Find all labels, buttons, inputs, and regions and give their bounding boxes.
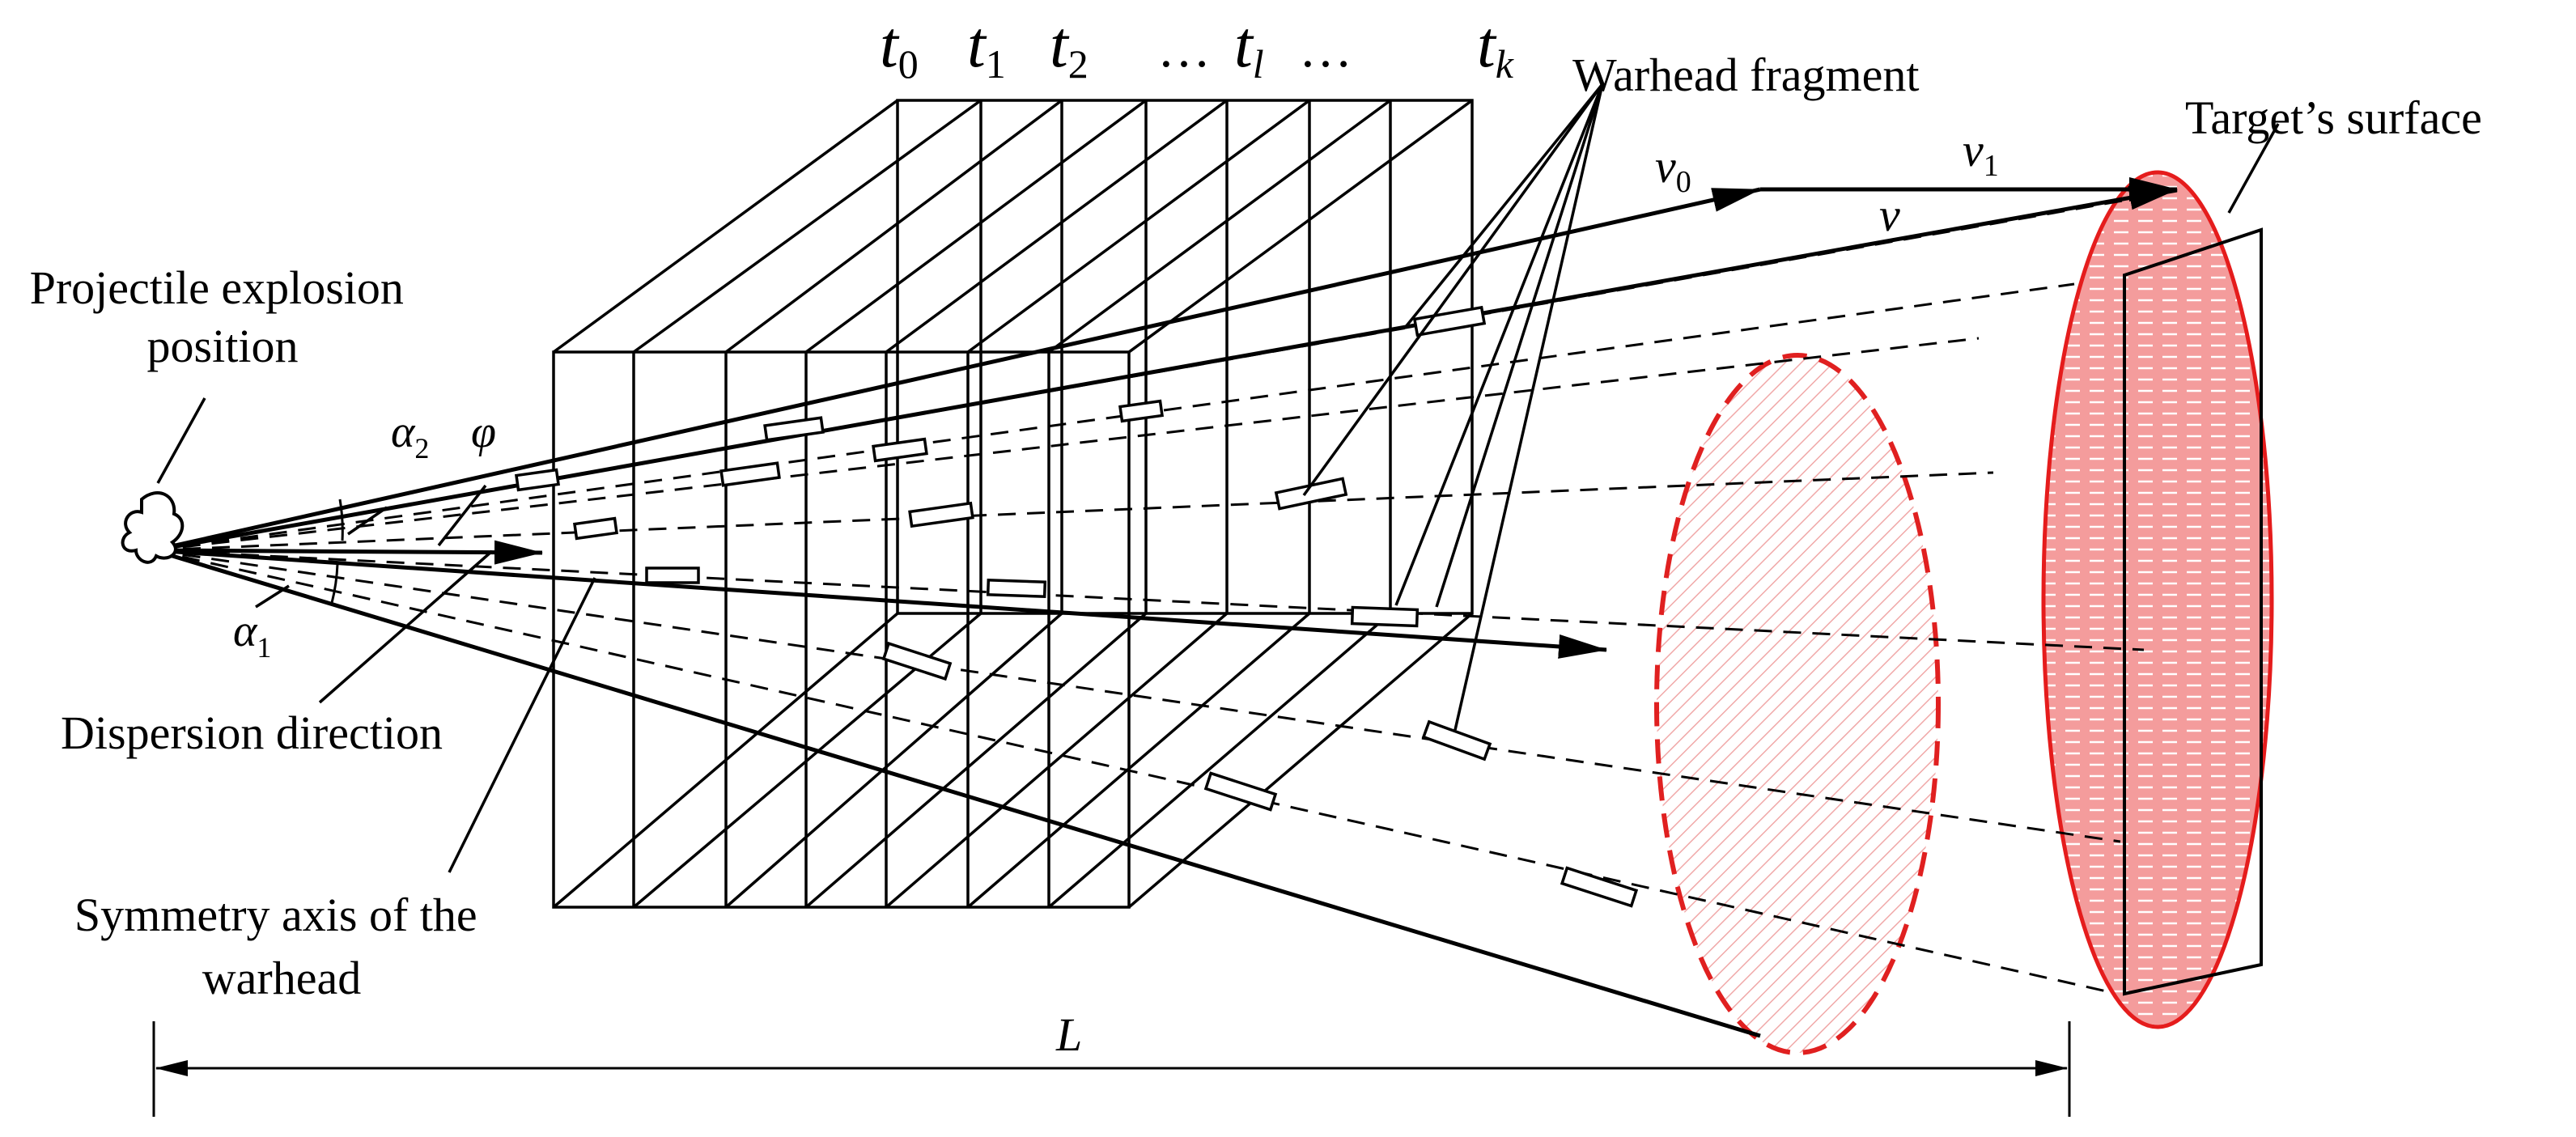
symmetry-axis-line-1: Symmetry axis of the xyxy=(74,889,477,941)
v1-label: v1 xyxy=(1963,124,1999,183)
trajectory-3 xyxy=(153,471,1994,552)
fragment xyxy=(881,641,953,681)
slice-diag-bottom-6 xyxy=(1047,612,1392,909)
explosion-position-line-2: position xyxy=(147,320,299,372)
trajectory-1 xyxy=(153,282,2075,552)
trajectory-4 xyxy=(153,549,2145,651)
t2-label: t2 xyxy=(1050,7,1089,87)
phi-label: φ xyxy=(471,407,496,457)
target-ellipse xyxy=(2041,170,2274,1029)
dispersion-direction-leader xyxy=(318,549,494,704)
fragment xyxy=(1412,305,1487,337)
slice-diag-bottom-5 xyxy=(966,612,1311,909)
slice-diag-top-6 xyxy=(1047,99,1392,354)
fragment xyxy=(986,578,1047,599)
target-surface-leader xyxy=(2227,123,2280,214)
explosion-cloud-icon xyxy=(121,491,185,564)
fragment xyxy=(1560,866,1639,908)
slice-diag-top-2 xyxy=(724,99,1063,354)
alpha1-arc xyxy=(330,563,339,604)
lower-cone-boundary xyxy=(153,548,1761,1038)
slice-diag-top-4 xyxy=(885,99,1229,354)
explosion-position-line-1: Projectile explosion xyxy=(30,261,404,314)
intermediate-cross-section-ellipse xyxy=(1654,353,1941,1055)
alpha1-leader xyxy=(255,584,290,609)
trajectory-2 xyxy=(153,337,1980,552)
slice-box-edge-top-right xyxy=(1127,99,1474,354)
fragment-leader-1 xyxy=(1403,83,1604,329)
fragment xyxy=(1421,719,1492,762)
slice-box-edge-top-left xyxy=(552,99,899,354)
explosion-position-label: Projectile explosion position xyxy=(30,261,416,372)
tl-label: tl xyxy=(1234,7,1264,87)
alpha2-label: α2 xyxy=(391,407,429,465)
v0-label: v0 xyxy=(1655,140,1691,199)
v-vector xyxy=(153,185,2178,553)
fragment xyxy=(1118,399,1164,423)
fragment-group xyxy=(515,305,1639,908)
fragment xyxy=(719,461,781,487)
ellipsis-1: … xyxy=(1157,19,1211,78)
fragment-leader-5 xyxy=(1454,83,1604,731)
warhead-fragment-label: Warhead fragment xyxy=(1572,49,1920,101)
ellipsis-2: … xyxy=(1299,19,1352,78)
cone-boundaries xyxy=(153,185,2178,1038)
fragment xyxy=(1350,605,1420,628)
dispersion-direction-label: Dispersion direction xyxy=(61,706,443,759)
fragment xyxy=(908,501,974,528)
slice-diag-bottom-4 xyxy=(885,612,1229,909)
distance-label: L xyxy=(1055,1008,1082,1061)
fragment xyxy=(515,468,560,492)
symmetry-axis-leader xyxy=(448,577,596,873)
fragment-leader-2 xyxy=(1302,83,1604,497)
target-surface-plane xyxy=(2123,227,2263,996)
alpha2-arc xyxy=(338,498,344,541)
fragment xyxy=(1203,771,1278,812)
slice-box-edge-bottom-right xyxy=(1127,612,1474,909)
fragment xyxy=(872,437,928,463)
slice-box-back-face xyxy=(896,99,1474,615)
slice-diag-top-3 xyxy=(804,99,1148,354)
t1-label: t1 xyxy=(967,7,1006,87)
slice-diag-top-1 xyxy=(632,99,982,354)
v0-vector xyxy=(153,187,1761,553)
fragment xyxy=(763,416,825,442)
fragment xyxy=(645,566,700,584)
symmetry-axis-line-2: warhead xyxy=(202,952,361,1004)
dispersion-direction-arrow xyxy=(153,540,543,565)
phi-leader xyxy=(437,484,487,547)
fragment-leader-4 xyxy=(1435,83,1604,608)
fragment-leader-3 xyxy=(1394,83,1604,606)
time-slice-box xyxy=(552,99,1474,909)
trajectory-5 xyxy=(153,549,2121,843)
explosion-position-leader xyxy=(156,397,206,484)
alpha2-leader xyxy=(347,506,388,536)
slice-diag-bottom-2 xyxy=(724,612,1063,909)
trajectory-6 xyxy=(153,549,2107,993)
target-surface-label: Target’s surface xyxy=(2185,91,2482,144)
slice-diag-bottom-3 xyxy=(804,612,1148,909)
slice-diag-top-5 xyxy=(966,99,1311,354)
text-labels: Projectile explosion position Dispersion… xyxy=(30,7,2482,1061)
leader-lines xyxy=(156,83,2280,873)
alpha1-label: α1 xyxy=(233,606,271,664)
distance-dimension xyxy=(152,1021,2071,1117)
tk-label: tk xyxy=(1477,7,1514,87)
t0-label: t0 xyxy=(880,7,919,87)
v-label: v xyxy=(1879,189,1900,241)
fragment xyxy=(573,516,618,541)
symmetry-axis-ray xyxy=(153,548,1607,659)
symmetry-axis-label: Symmetry axis of the warhead xyxy=(74,889,489,1004)
